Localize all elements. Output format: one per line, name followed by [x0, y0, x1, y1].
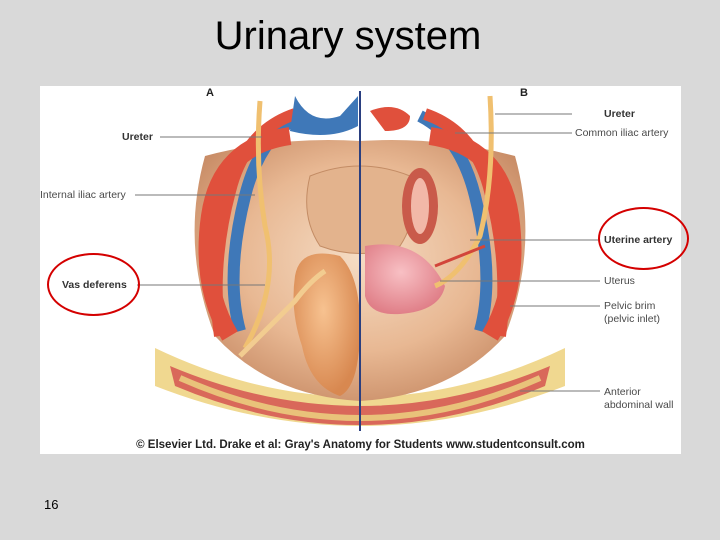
label-pelvic-brim-line1: Pelvic brim	[604, 300, 656, 312]
page-number: 16	[44, 497, 59, 512]
label-anterior-abdominal-wall-line2: abdominal wall	[604, 399, 674, 411]
ureter-left	[242, 100, 272, 350]
copyright-notice: © Elsevier Ltd. Drake et al: Gray's Anat…	[136, 439, 585, 451]
common-iliac-right	[428, 127, 522, 341]
label-ureter-left: Ureter	[122, 131, 153, 143]
highlight-circle-uterine-artery	[598, 207, 689, 270]
vas-deferens	[238, 268, 327, 358]
highlight-circle-vas-deferens	[47, 253, 140, 316]
vena-cava	[290, 96, 358, 135]
label-anterior-abdominal-wall: Anterior abdominal wall	[604, 386, 673, 412]
label-common-iliac-artery: Common iliac artery	[575, 127, 669, 139]
label-internal-iliac-artery: Internal iliac artery	[40, 189, 126, 201]
pelvis-drawing	[135, 91, 600, 431]
label-pelvic-brim: Pelvic brim (pelvic inlet)	[604, 300, 660, 326]
anatomy-illustration: A B Ureter Internal iliac artery Vas def…	[40, 86, 681, 454]
panel-label-b: B	[520, 87, 528, 99]
label-ureter-right: Ureter	[604, 108, 635, 120]
uterus	[365, 244, 445, 315]
panel-label-a: A	[206, 87, 214, 99]
label-anterior-abdominal-wall-line1: Anterior	[604, 386, 641, 398]
ureter-right	[433, 95, 494, 289]
bladder	[293, 253, 360, 396]
label-uterus: Uterus	[604, 275, 635, 287]
slide-title: Urinary system	[214, 14, 482, 58]
abdominal-wall-muscle	[170, 366, 550, 425]
label-pelvic-brim-line2: (pelvic inlet)	[604, 313, 661, 325]
common-iliac-left	[198, 127, 292, 341]
